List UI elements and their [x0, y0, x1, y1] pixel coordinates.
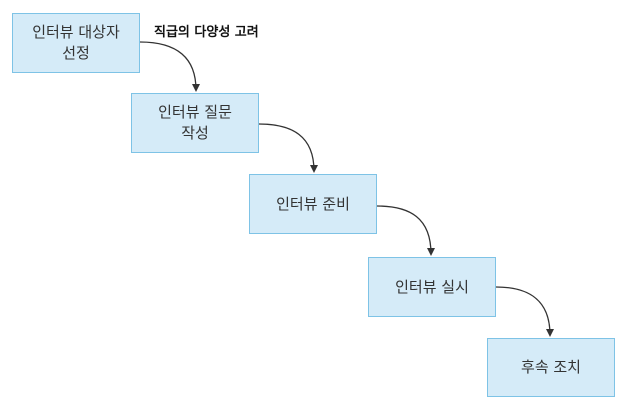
- step-prepare-interview: 인터뷰 준비: [249, 174, 377, 234]
- step-label: 인터뷰 준비: [276, 194, 350, 213]
- step-label: 후속 조치: [521, 358, 581, 376]
- step-follow-up: 후속 조치: [487, 338, 615, 397]
- step-label: 인터뷰 실시: [395, 277, 469, 296]
- step-conduct-interview: 인터뷰 실시: [368, 257, 496, 317]
- arrow-step2-to-step3: [258, 123, 318, 173]
- arrow-step1-to-step2: [139, 41, 200, 92]
- arrow-step4-to-step5: [495, 286, 554, 337]
- step-select-interviewees: 인터뷰 대상자 선정: [12, 13, 140, 73]
- annotation-note: 직급의 다양성 고려: [154, 25, 259, 40]
- arrow-step3-to-step4: [376, 205, 435, 256]
- step-label: 인터뷰 대상자 선정: [32, 23, 120, 62]
- step-label: 인터뷰 질문 작성: [158, 103, 232, 142]
- step-write-questions: 인터뷰 질문 작성: [131, 93, 259, 153]
